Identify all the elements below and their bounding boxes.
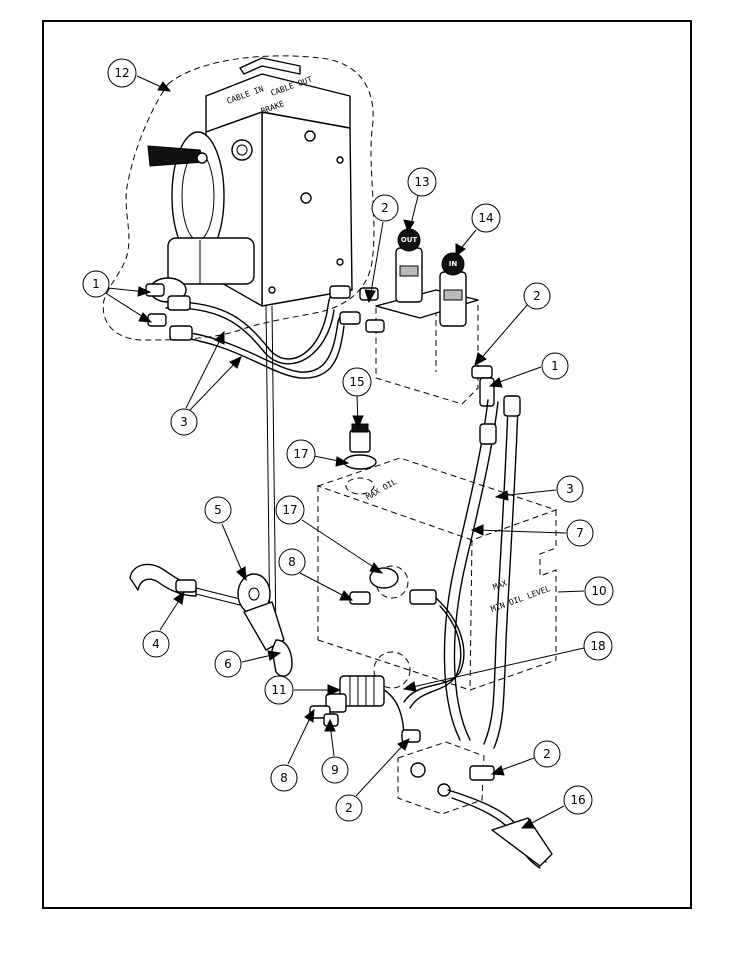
winch-bolt — [269, 287, 275, 293]
callout-leader-3b — [500, 490, 556, 496]
hose-crimp — [170, 326, 192, 340]
valve-manifold: OUT IN — [360, 229, 494, 406]
callout-label-17a: 17 — [293, 447, 308, 461]
callout-leader-2b — [478, 304, 528, 362]
motor-fitting — [146, 284, 164, 296]
snap-hook-6 — [272, 640, 292, 676]
callout-label-17b: 17 — [282, 503, 297, 517]
hose-crimp — [330, 286, 350, 298]
tank-top-face — [318, 458, 556, 540]
callout-leader-17b — [302, 520, 378, 570]
hose-crimp — [340, 312, 360, 324]
hydraulic-tank: MAX OIL MAX MIN OIL LEVEL — [310, 424, 556, 726]
hose-clamp-top — [344, 455, 376, 469]
brake-control — [130, 564, 292, 676]
winch-handle — [240, 58, 300, 74]
winch-bolt — [337, 157, 343, 163]
callout-label-2c: 2 — [345, 801, 353, 815]
callout-label-3b: 3 — [566, 482, 574, 496]
hose-3-inner — [454, 402, 498, 740]
hose-crimp — [480, 424, 496, 444]
tank-return-fitting — [410, 590, 436, 604]
callout-label-15: 15 — [349, 375, 364, 389]
callout-label-8a: 8 — [288, 555, 296, 569]
hose-end-16 — [492, 818, 552, 866]
pump-fitting-2b — [470, 766, 494, 780]
callout-label-3a: 3 — [180, 415, 188, 429]
brake-cable — [196, 594, 244, 606]
callout-label-2a: 2 — [381, 201, 389, 215]
winch-bolt — [301, 193, 311, 203]
callout-leader-8b — [288, 714, 312, 764]
motor-fitting — [148, 314, 166, 326]
winch-lever-pivot — [197, 153, 207, 163]
quick-coupler-13-collar — [400, 266, 418, 276]
callout-leader-10 — [558, 591, 584, 592]
callout-label-18: 18 — [590, 639, 605, 653]
callout-leader-5 — [222, 524, 244, 576]
callout-leader-1b — [494, 367, 541, 384]
quick-coupler-13-badge-text: OUT — [401, 236, 418, 244]
callout-label-8b: 8 — [280, 771, 288, 785]
callout-leader-2a — [370, 222, 383, 298]
tank-hoses — [384, 396, 520, 748]
manifold-elbow — [480, 378, 494, 406]
callout-leader-7 — [476, 530, 566, 533]
callout-label-4: 4 — [152, 637, 160, 651]
quick-coupler-14-badge-text: IN — [449, 260, 458, 268]
callout-arrow-5 — [237, 567, 246, 580]
winch-hub — [232, 140, 252, 160]
callout-label-16: 16 — [570, 793, 585, 807]
callout-leader-3a — [186, 336, 222, 408]
return-hose-18-inner — [410, 606, 461, 708]
callout-arrow-18 — [404, 682, 416, 691]
winch-cable — [272, 306, 276, 640]
callout-label-14: 14 — [478, 211, 493, 225]
breather-cap-top — [352, 424, 368, 432]
brake-cable-end — [176, 580, 196, 592]
callout-label-13: 13 — [414, 175, 429, 189]
callout-label-6: 6 — [224, 657, 232, 671]
hose-crimp — [168, 296, 190, 310]
callout-label-2d: 2 — [543, 747, 551, 761]
pump-fitting-2 — [402, 730, 420, 742]
hose-crimp — [504, 396, 520, 416]
callout-label-9: 9 — [331, 763, 339, 777]
suction-hose — [384, 690, 404, 740]
callout-label-12: 12 — [114, 66, 129, 80]
brake-cable — [196, 588, 244, 600]
hydraulic-pump — [398, 730, 552, 868]
callout-label-7: 7 — [576, 526, 584, 540]
callout-leader-8a — [300, 573, 348, 598]
winch-bolt — [337, 259, 343, 265]
callout-label-5: 5 — [214, 503, 222, 517]
pump-port — [411, 763, 425, 777]
callout-label-2b: 2 — [533, 289, 541, 303]
breather-cap — [350, 430, 370, 452]
tank-fitting-8 — [350, 592, 370, 604]
winch-bolt — [305, 131, 315, 141]
tank-front-right-edge — [470, 540, 472, 690]
quick-coupler-14-collar — [444, 290, 462, 300]
callout-arrow-3a — [215, 332, 224, 344]
callout-label-11: 11 — [271, 683, 286, 697]
hose-3-outer — [444, 400, 488, 740]
callout-label-10: 10 — [591, 584, 606, 598]
tank-decal-max: MAX — [492, 578, 509, 591]
winch-hydraulic-motor — [168, 238, 254, 284]
callout-label-1a: 1 — [92, 277, 100, 291]
manifold-fitting — [366, 320, 384, 332]
manifold-fitting-1 — [472, 366, 492, 378]
winch-frame-plate — [262, 112, 352, 306]
callout-label-1b: 1 — [551, 359, 559, 373]
